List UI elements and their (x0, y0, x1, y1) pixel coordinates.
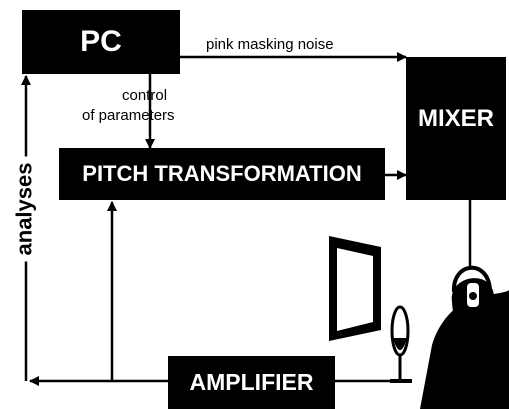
amplifier-block: AMPLIFIER (168, 356, 335, 409)
monitor-icon (329, 236, 381, 341)
pc-block: PC (22, 10, 180, 74)
microphone-icon (390, 305, 412, 383)
pitch-transformation-block: PITCH TRANSFORMATION (59, 148, 385, 200)
pink-noise-label: pink masking noise (206, 36, 334, 53)
parameters-label: of parameters (82, 107, 175, 124)
control-label: control (122, 87, 168, 104)
analyses-label: analyses (11, 156, 38, 262)
mixer-block: MIXER (406, 57, 506, 200)
listener-icon (420, 265, 509, 409)
